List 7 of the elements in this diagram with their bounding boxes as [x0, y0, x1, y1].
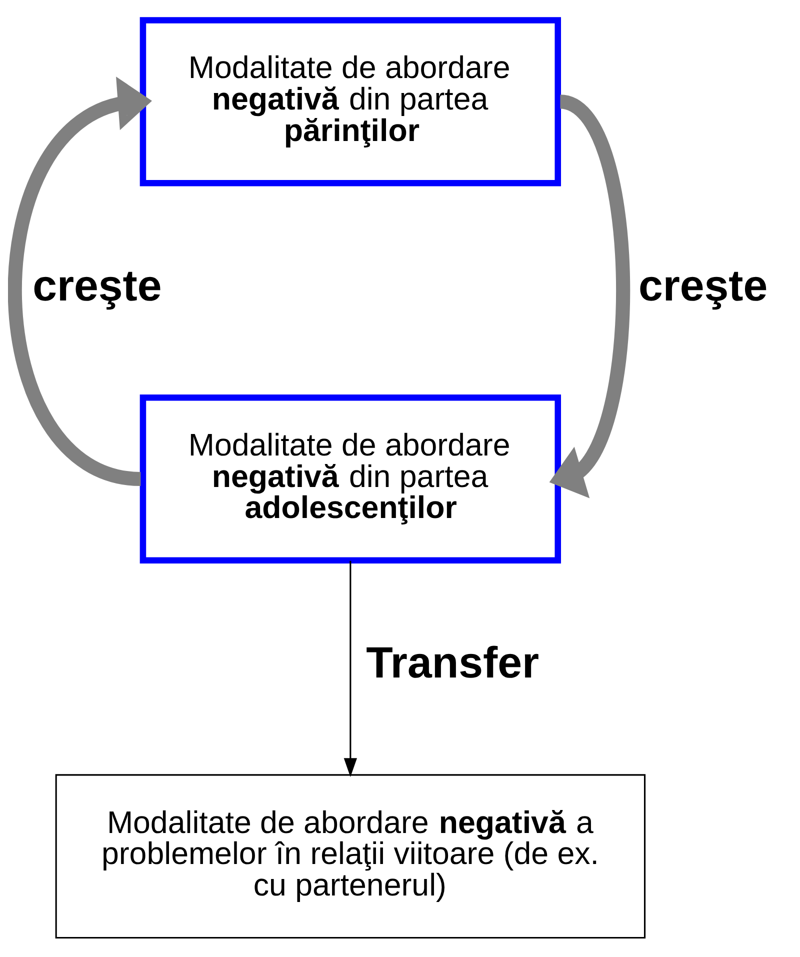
node-box: Modalitate de abordare negativă din partea adolescenţilor [140, 394, 561, 564]
node-box: Modalitate de abordare negativă a problemelor în relaţii viitoare (de ex. cu partenerul) [55, 774, 646, 938]
arrow [344, 560, 357, 776]
node-box: Modalitate de abordare negativă din partea părinţilor [140, 16, 561, 186]
edge-label: creşte [32, 260, 162, 310]
edge-label: creşte [638, 260, 768, 310]
edge-label: Transfer [366, 638, 540, 688]
